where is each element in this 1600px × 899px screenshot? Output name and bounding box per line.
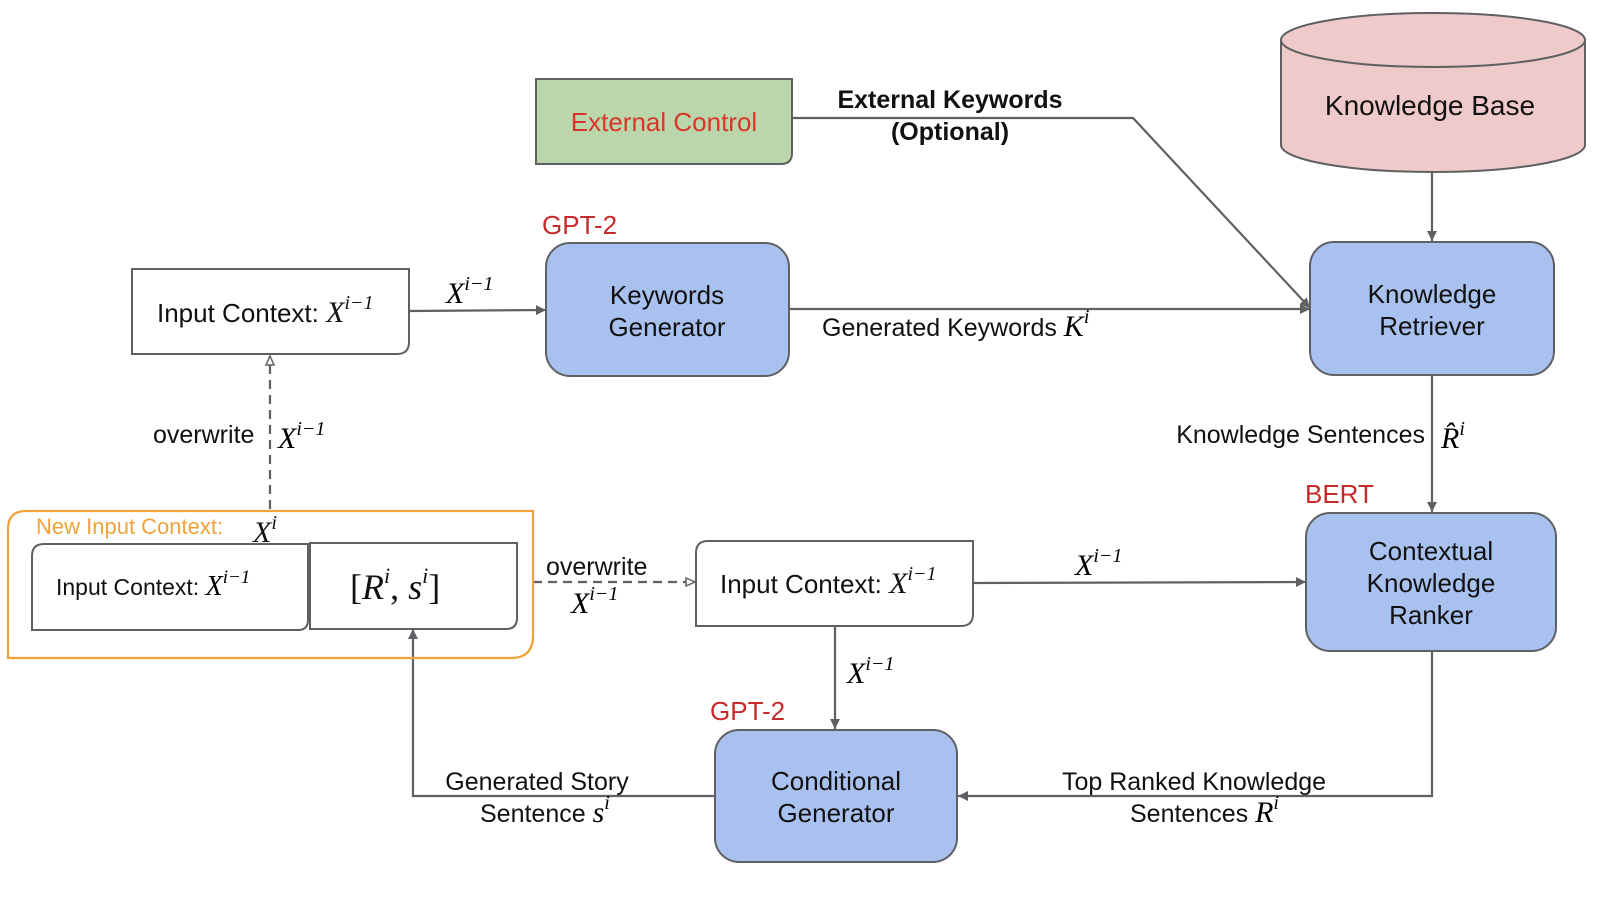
input-context-mid-node: Input Context: Xi−1 <box>695 540 974 627</box>
knowledge-retriever-line1: Knowledge <box>1368 279 1497 309</box>
svg-text:Input Context: Xi−1: Input Context: Xi−1 <box>157 292 374 329</box>
story-sentence-label-line2: Sentence si <box>480 792 610 829</box>
conditional-generator-node: Conditional Generator <box>714 729 958 863</box>
knowledge-sentences-label: Knowledge Sentences <box>1176 421 1425 449</box>
external-keywords-optional: (Optional) <box>891 118 1009 146</box>
edge-external-keywords <box>792 116 1311 309</box>
input-context-top-text: Input Context: <box>157 298 326 328</box>
knowledge-retriever-line2: Retriever <box>1379 311 1485 341</box>
keywords-generator-model-label: GPT-2 <box>542 210 617 240</box>
knowledge-base-label: Knowledge Base <box>1325 90 1535 121</box>
conditional-generator-line1: Conditional <box>771 766 901 796</box>
new-input-context-var: Xi <box>252 512 277 549</box>
appended-knowledge-story-node: [Ri, si] <box>309 542 518 630</box>
story-sentence-label-line1: Generated Story <box>445 768 629 796</box>
svg-text:Input Context: Xi−1: Input Context: Xi−1 <box>56 567 250 602</box>
keywords-generator-line2: Generator <box>608 312 725 342</box>
top-ranked-label-line1: Top Ranked Knowledge <box>1062 768 1326 796</box>
keywords-generator-node: Keywords Generator <box>545 242 790 377</box>
ranker-line3: Ranker <box>1389 600 1473 630</box>
input-context-old-text: Input Context: <box>56 574 206 600</box>
svg-text:[Ri, si]: [Ri, si] <box>350 563 440 607</box>
ranker-line1: Contextual <box>1369 536 1493 566</box>
external-control-node: External Control <box>535 78 793 165</box>
knowledge-base-node: Knowledge Base <box>1280 12 1586 173</box>
knowledge-retriever-node: Knowledge Retriever <box>1309 241 1555 376</box>
context-to-keywords-label: Xi−1 <box>445 273 493 310</box>
external-control-label: External Control <box>571 107 757 137</box>
input-context-old-node: Input Context: Xi−1 <box>31 543 309 631</box>
var-sup: i−1 <box>344 292 373 314</box>
context-to-ranker-label: Xi−1 <box>1074 545 1122 582</box>
input-context-mid-text: Input Context: <box>720 569 889 599</box>
overwrite-top-label: overwrite <box>153 421 254 449</box>
edge-context-to-keywords-generator <box>409 305 547 316</box>
conditional-generator-line2: Generator <box>777 798 894 828</box>
external-keywords-label: External Keywords <box>837 86 1062 114</box>
edge-top-ranked <box>958 651 1434 801</box>
ranker-model-label: BERT <box>1305 479 1374 509</box>
top-ranked-label-line2: Sentences Ri <box>1130 792 1279 829</box>
contextual-knowledge-ranker-node: Contextual Knowledge Ranker <box>1305 512 1557 652</box>
edge-context-to-ranker <box>972 577 1307 588</box>
keywords-generator-line1: Keywords <box>610 280 724 310</box>
overwrite-mid-label: overwrite <box>546 553 647 581</box>
svg-text:Input Context: Xi−1: Input Context: Xi−1 <box>720 563 937 600</box>
var-x: X <box>325 296 346 329</box>
input-context-top-node: Input Context: Xi−1 <box>131 268 410 355</box>
ranker-line2: Knowledge <box>1367 568 1496 598</box>
overwrite-mid-var: Xi−1 <box>570 583 618 620</box>
new-input-context-group: New Input Context: Xi Input Context: Xi−… <box>6 509 535 660</box>
conditional-generator-model-label: GPT-2 <box>710 696 785 726</box>
knowledge-sentences-var: R̂i <box>1440 418 1465 455</box>
generated-keywords-label: Generated Keywords Ki <box>822 306 1089 343</box>
new-input-context-label: New Input Context: <box>36 514 223 539</box>
edge-story-sentence <box>408 629 715 798</box>
overwrite-top-var: Xi−1 <box>277 418 325 455</box>
context-to-cg-label: Xi−1 <box>846 653 894 690</box>
